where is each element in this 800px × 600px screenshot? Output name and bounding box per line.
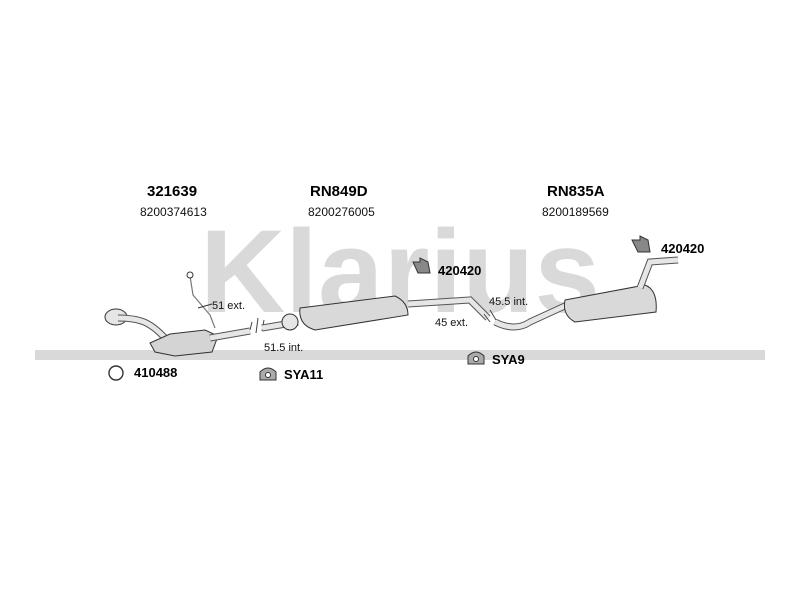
gasket-ring-icon	[108, 365, 124, 381]
dimension-51-ext: 51 ext.	[212, 300, 246, 312]
accessory-code-mount-2: SYA9	[492, 352, 525, 367]
front-pipe-catalyst	[104, 271, 265, 357]
bracket-clamp-icon	[631, 235, 651, 253]
section-1-oe-number: 8200374613	[140, 205, 207, 219]
bracket-clamp-icon	[412, 257, 431, 274]
accessory-code-gasket: 410488	[134, 365, 178, 380]
section-3-oe-number: 8200189569	[542, 205, 609, 219]
rubber-mount-icon	[467, 351, 485, 365]
watermark-logo: Klarius	[35, 206, 765, 360]
dimension-45-ext: 45 ext.	[435, 317, 469, 329]
rear-silencer-pipe	[493, 256, 679, 331]
accessory-code-bracket-2: 420420	[661, 241, 705, 256]
section-2-oe-number: 8200276005	[308, 205, 375, 219]
dimension-51-5-int: 51.5 int.	[264, 342, 304, 354]
accessory-code-mount-1: SYA11	[284, 367, 324, 382]
accessory-code-bracket-1: 420420	[438, 263, 482, 278]
section-3-part-number: RN835A	[547, 183, 605, 200]
dimension-45-5-int: 45.5 int.	[489, 296, 529, 308]
section-1-part-number: 321639	[147, 183, 198, 200]
rubber-mount-icon	[259, 367, 277, 381]
centre-silencer-pipe	[261, 295, 497, 332]
section-2-part-number: RN849D	[310, 183, 368, 200]
